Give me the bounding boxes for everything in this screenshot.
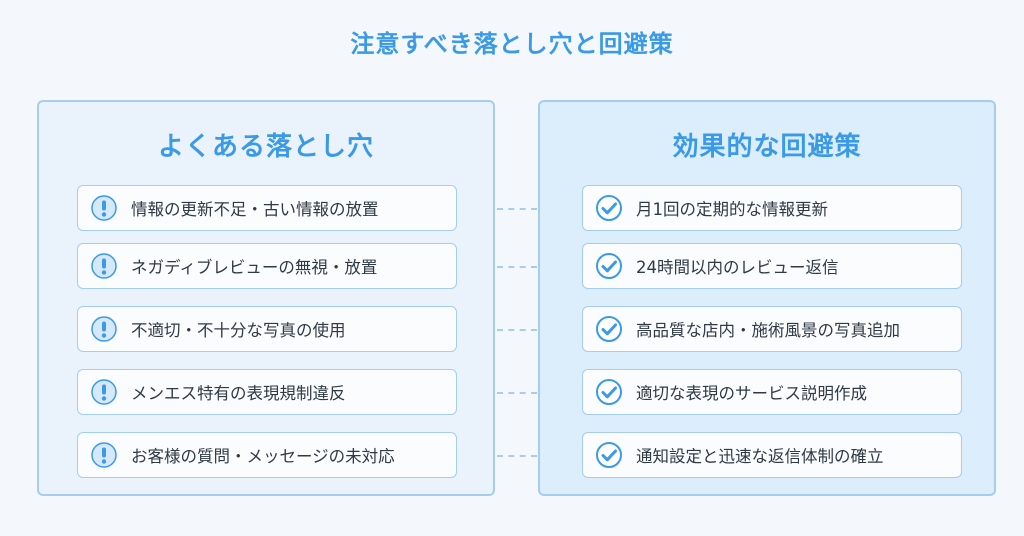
pitfall-item: ネガディブレビューの無視・放置 — [77, 243, 457, 289]
solution-item: 通知設定と迅速な返信体制の確立 — [582, 432, 962, 478]
solution-label: 月1回の定期的な情報更新 — [636, 200, 828, 219]
pitfall-label: 情報の更新不足・古い情報の放置 — [131, 200, 379, 219]
checkmark-icon — [596, 195, 622, 221]
solutions-heading: 効果的な回避策 — [672, 132, 862, 162]
solution-item: 高品質な店内・施術風景の写真追加 — [582, 306, 962, 352]
connector-line — [497, 329, 537, 331]
exclamation-icon — [91, 379, 117, 405]
solution-item: 適切な表現のサービス説明作成 — [582, 369, 962, 415]
pitfall-item: 情報の更新不足・古い情報の放置 — [77, 185, 457, 231]
connector-line — [497, 455, 537, 457]
connector-line — [497, 266, 537, 268]
exclamation-icon — [91, 442, 117, 468]
pitfall-item: お客様の質問・メッセージの未対応 — [77, 432, 457, 478]
connector-line — [497, 392, 537, 394]
pitfalls-heading: よくある落とし穴 — [157, 132, 374, 162]
connector-line — [497, 208, 537, 210]
solution-item: 月1回の定期的な情報更新 — [582, 185, 962, 231]
pitfall-label: お客様の質問・メッセージの未対応 — [131, 447, 395, 466]
exclamation-icon — [91, 253, 117, 279]
solution-label: 24時間以内のレビュー返信 — [636, 258, 839, 277]
pitfall-label: メンエス特有の表現規制違反 — [131, 384, 346, 403]
diagram-title: 注意すべき落とし穴と回避策 — [350, 30, 674, 58]
pitfall-item: 不適切・不十分な写真の使用 — [77, 306, 457, 352]
solution-label: 通知設定と迅速な返信体制の確立 — [636, 447, 884, 466]
solution-item: 24時間以内のレビュー返信 — [582, 243, 962, 289]
solution-label: 適切な表現のサービス説明作成 — [636, 384, 867, 403]
solutions-panel: 効果的な回避策 月1回の定期的な情報更新 24時間以内のレビュー返信 高品質な店… — [538, 100, 996, 496]
checkmark-icon — [596, 316, 622, 342]
checkmark-icon — [596, 253, 622, 279]
pitfall-item: メンエス特有の表現規制違反 — [77, 369, 457, 415]
pitfall-label: ネガディブレビューの無視・放置 — [131, 258, 378, 277]
checkmark-icon — [596, 442, 622, 468]
pitfalls-panel: よくある落とし穴 情報の更新不足・古い情報の放置 ネガディブレビューの無視・放置… — [37, 100, 495, 496]
exclamation-icon — [91, 195, 117, 221]
solution-label: 高品質な店内・施術風景の写真追加 — [636, 321, 900, 340]
exclamation-icon — [91, 316, 117, 342]
checkmark-icon — [596, 379, 622, 405]
pitfall-label: 不適切・不十分な写真の使用 — [131, 321, 346, 340]
